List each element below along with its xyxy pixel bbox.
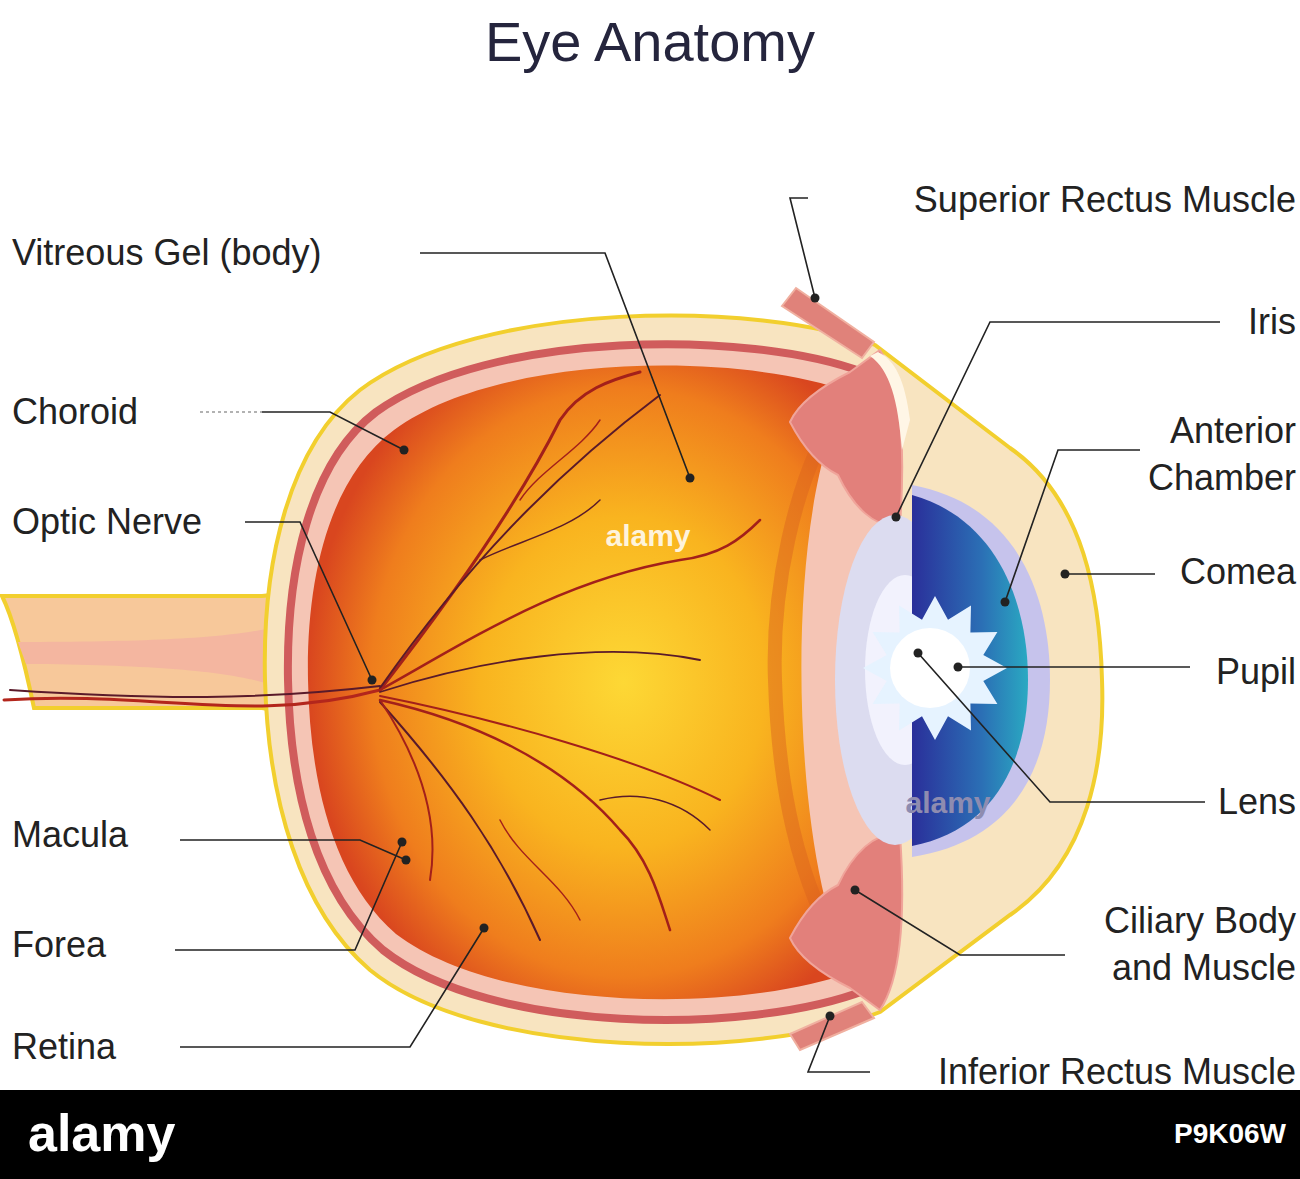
part-label: Pupil xyxy=(1216,649,1296,696)
vessel xyxy=(380,372,640,690)
leader-line xyxy=(808,1016,870,1072)
vessel xyxy=(480,500,600,560)
leader-dot xyxy=(914,649,923,658)
leader-dot xyxy=(811,294,820,303)
part-label: Retina xyxy=(12,1024,116,1071)
leader-line xyxy=(180,840,406,860)
leader-line xyxy=(855,890,1065,955)
part-label: Forea xyxy=(12,922,106,969)
leader-line xyxy=(200,411,262,413)
part-label: Superior Rectus Muscle xyxy=(914,177,1296,224)
pupil xyxy=(890,628,970,708)
vessel xyxy=(380,696,720,800)
leader-line xyxy=(1065,573,1155,575)
part-label: Vitreous Gel (body) xyxy=(12,230,321,277)
leader-dot xyxy=(480,924,489,933)
part-label: Ciliary Body and Muscle xyxy=(1066,898,1296,992)
ciliary-body-bottom xyxy=(790,834,902,1010)
part-label: Macula xyxy=(12,812,128,859)
vessel xyxy=(380,700,670,930)
part-label: Anterior Chamber xyxy=(1096,408,1296,502)
watermark-id: P9K06W xyxy=(1174,1116,1286,1152)
vessel xyxy=(380,652,700,692)
leader-dot xyxy=(402,856,411,865)
blood-vessels xyxy=(4,372,760,940)
part-label: Optic Nerve xyxy=(12,499,202,546)
diagram-title: Eye Anatomy xyxy=(485,6,815,79)
vessel xyxy=(600,796,710,830)
leader-dot xyxy=(851,886,860,895)
leader-lines xyxy=(175,198,1220,1072)
leader-line xyxy=(175,842,402,950)
choroid-band xyxy=(288,344,866,1020)
leader-dot xyxy=(826,1012,835,1021)
vessel xyxy=(380,520,760,690)
watermark-logo: alamy xyxy=(28,1100,175,1168)
leader-dot xyxy=(398,838,407,847)
part-label: Comea xyxy=(1180,549,1296,596)
part-label: Inferior Rectus Muscle xyxy=(938,1049,1296,1096)
leader-dot xyxy=(400,446,409,455)
leader-dot xyxy=(892,513,901,522)
part-label: Lens xyxy=(1218,779,1296,826)
inferior-rectus-muscle xyxy=(790,1002,874,1050)
leader-line xyxy=(420,253,690,478)
ciliary-body-top xyxy=(790,350,902,526)
leader-dot xyxy=(1001,598,1010,607)
leader-line xyxy=(262,412,404,450)
leader-line xyxy=(1005,450,1140,602)
leader-line xyxy=(918,653,1205,802)
leader-dots xyxy=(368,294,1070,1021)
leader-dot xyxy=(1061,570,1070,579)
vessel xyxy=(380,700,433,880)
vitreous-body xyxy=(308,366,852,1000)
vessel xyxy=(500,820,580,920)
leader-line xyxy=(790,198,815,298)
vessel xyxy=(380,702,540,940)
superior-rectus-muscle xyxy=(782,288,874,358)
part-label: Choroid xyxy=(12,389,138,436)
leader-dot xyxy=(686,474,695,483)
watermark: alamy xyxy=(605,516,690,555)
sclera xyxy=(265,315,1103,1044)
vessel xyxy=(520,420,600,500)
leader-dot xyxy=(368,676,377,685)
leader-dot xyxy=(954,663,963,672)
pupil-rays xyxy=(863,596,1007,740)
leader-line xyxy=(245,522,372,680)
leader-line xyxy=(180,928,484,1047)
leader-line xyxy=(958,666,1190,668)
vessel xyxy=(10,686,380,697)
part-label: Iris xyxy=(1248,299,1296,346)
watermark: alamy xyxy=(905,783,990,822)
watermark-bar xyxy=(0,1090,1300,1179)
sclera-highlight xyxy=(870,352,910,450)
